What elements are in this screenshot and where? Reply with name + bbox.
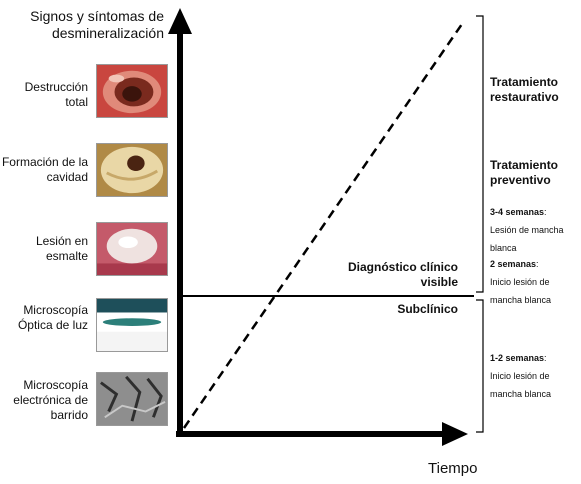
note-2-semanas-text: Inicio lesión de mancha blanca [490, 277, 552, 305]
note-3-4-semanas: 3-4 semanas: Lesión de mancha blanca [490, 207, 564, 253]
y-axis-label: Signos y síntomas de desmineralización [30, 8, 164, 41]
stage-label-formacion: Formación de la cavidad [1, 155, 88, 184]
note-2-semanas: 2 semanas: Inicio lesión de mancha blanc… [490, 259, 552, 305]
upper-bracket [476, 15, 484, 293]
lower-bracket [476, 299, 484, 433]
note-2-semanas-title: 2 semanas [490, 259, 537, 269]
note-1-2-semanas: 1-2 semanas: Inicio lesión de mancha bla… [490, 353, 552, 399]
microscopia-optica-photo [96, 298, 168, 352]
x-axis-arrowhead [442, 422, 468, 446]
y-axis-arrowhead [168, 8, 192, 34]
lesion-esmalte-photo [96, 222, 168, 276]
subclinico-label: Subclínico [397, 302, 458, 316]
tratamiento-preventivo-label: Tratamiento preventivo [490, 158, 559, 187]
stage-label-microscopia-electronica: Microscopía electrónica de barrido [13, 378, 88, 422]
stage-label-destruccion: Destrucción total [24, 80, 88, 109]
progression-dashed-line [182, 23, 464, 429]
formacion-cavidad-photo [96, 143, 168, 197]
microscopia-electronica-photo [96, 372, 168, 426]
note-1-2-semanas-title: 1-2 semanas [490, 353, 545, 363]
note-1-2-semanas-text: Inicio lesión de mancha blanca [490, 371, 552, 399]
note-3-4-semanas-title: 3-4 semanas [490, 207, 545, 217]
tratamiento-restaurativo-label: Tratamiento restaurativo [490, 75, 559, 104]
diagnostico-clinico-label: Diagnóstico clínico visible [347, 260, 458, 289]
stage-label-microscopia-optica: Microscopía Óptica de luz [17, 303, 88, 332]
note-3-4-semanas-text: Lesión de mancha blanca [490, 225, 564, 253]
x-axis-label: Tiempo [428, 460, 478, 477]
stage-label-lesion: Lesión en esmalte [35, 234, 88, 263]
destruccion-total-photo [96, 64, 168, 118]
